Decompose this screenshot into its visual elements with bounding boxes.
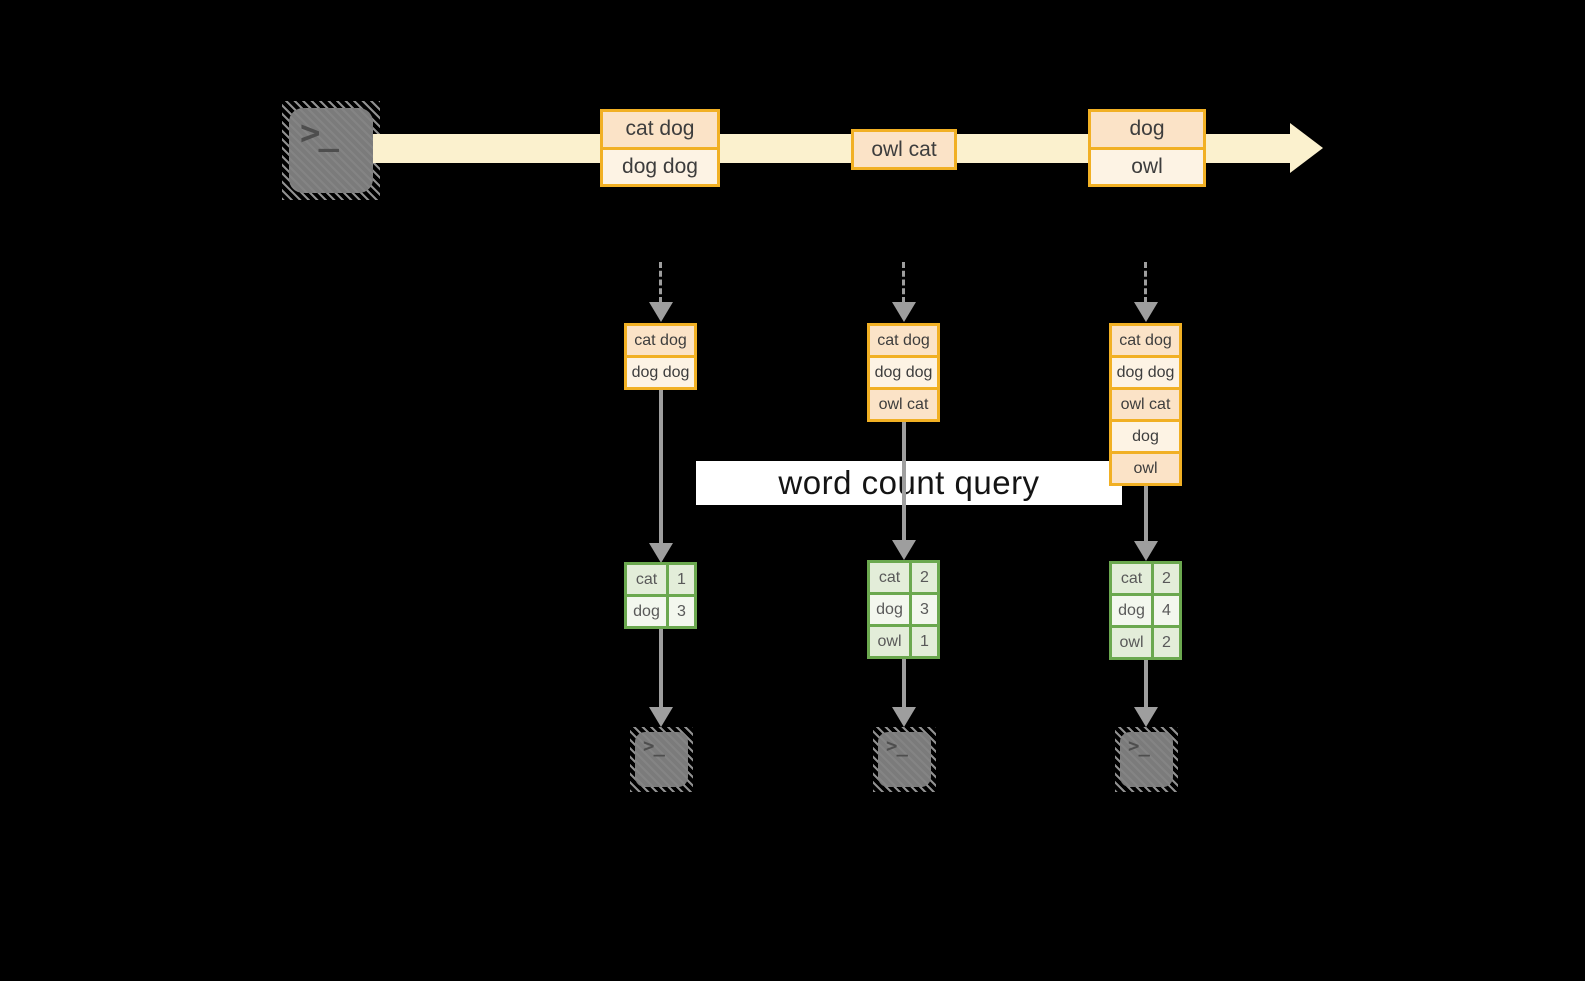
count-word-cell: cat [870,563,909,592]
connector-arrow-head-icon [892,707,916,727]
connector-arrow-head-icon [1134,707,1158,727]
buffer-cell: owl [1112,454,1179,483]
buffer-stack: cat dog dog dog owl cat [867,323,940,422]
connector-line [659,629,663,707]
dashed-arrow-line [902,262,905,303]
stream-event-line: cat dog [603,112,717,147]
count-value-cell: 2 [912,563,937,592]
connector-arrow-head-icon [1134,541,1158,561]
output-terminal-icon: >_ [1115,727,1178,792]
dashed-arrow-head-icon [892,302,916,322]
count-value-cell: 4 [1154,596,1179,625]
buffer-cell: dog dog [1112,358,1179,387]
count-word-cell: dog [1112,596,1151,625]
connector-line [902,658,906,707]
connector-line [659,387,663,545]
buffer-cell: cat dog [1112,326,1179,355]
stream-event-line: dog [1091,112,1203,147]
query-band: word count query [696,461,1122,505]
buffer-cell: cat dog [870,326,937,355]
buffer-cell: cat dog [627,326,694,355]
buffer-cell: dog dog [870,358,937,387]
buffer-cell: dog dog [627,358,694,387]
count-word-cell: cat [1112,564,1151,593]
terminal-prompt-icon: >_ [886,735,908,757]
stream-arrow-head-icon [1290,123,1323,173]
count-word-cell: owl [1112,628,1151,657]
connector-line [902,419,906,540]
dashed-arrow-head-icon [1134,302,1158,322]
terminal-screen: >_ [289,108,373,193]
output-terminal-icon: >_ [630,727,693,792]
dashed-arrow-line [659,262,662,303]
count-value-cell: 1 [912,627,937,656]
count-word-cell: dog [870,595,909,624]
stream-event-line: owl [1091,149,1203,184]
buffer-stack: cat dog dog dog owl cat dog owl [1109,323,1182,486]
count-value-cell: 2 [1154,564,1179,593]
connector-arrow-head-icon [649,707,673,727]
count-value-cell: 3 [669,597,694,626]
terminal-screen: >_ [878,732,931,787]
connector-arrow-head-icon [892,540,916,560]
connector-line [1144,657,1148,707]
query-label: word count query [778,464,1040,501]
dashed-arrow-head-icon [649,302,673,322]
count-value-cell: 2 [1154,628,1179,657]
terminal-prompt-icon: >_ [300,113,339,153]
source-terminal-icon: >_ [282,101,380,200]
stream-event-box: owl cat [851,129,957,170]
buffer-cell: dog [1112,422,1179,451]
stream-event-line: dog dog [603,149,717,184]
dashed-arrow-line [1144,262,1147,303]
connector-arrow-head-icon [649,543,673,563]
count-value-cell: 1 [669,565,694,594]
count-word-cell: cat [627,565,666,594]
terminal-prompt-icon: >_ [643,735,665,757]
terminal-screen: >_ [1120,732,1173,787]
buffer-cell: owl cat [870,390,937,419]
buffer-cell: owl cat [1112,390,1179,419]
terminal-screen: >_ [635,732,688,787]
count-value-cell: 3 [912,595,937,624]
connector-line [1144,483,1148,542]
stream-event-line: owl cat [854,132,954,167]
count-word-cell: dog [627,597,666,626]
output-terminal-icon: >_ [873,727,936,792]
terminal-prompt-icon: >_ [1128,735,1150,757]
count-word-cell: owl [870,627,909,656]
buffer-stack: cat dog dog dog [624,323,697,390]
